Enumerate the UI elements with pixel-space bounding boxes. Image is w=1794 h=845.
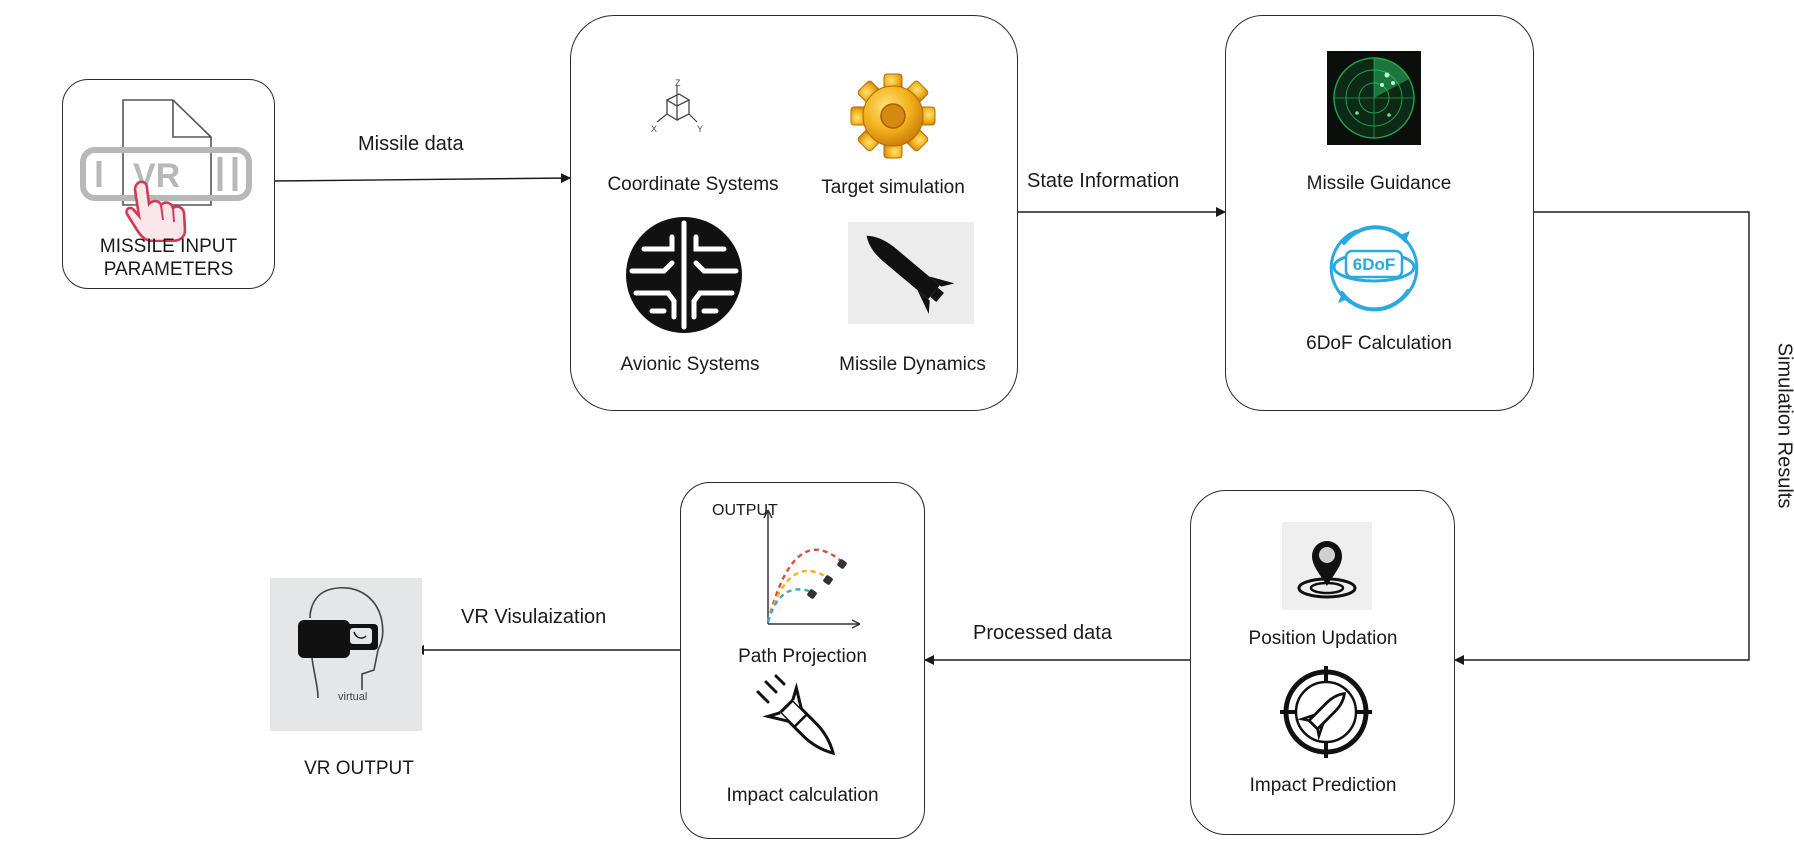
edge-missile-data	[274, 173, 571, 184]
brain-icon	[626, 217, 742, 333]
trajectory-chart-icon	[763, 509, 861, 629]
radar-icon	[1327, 51, 1421, 145]
document-vr-icon: VR	[80, 99, 252, 206]
output-title: OUTPUT	[712, 502, 778, 519]
label-path-projection: Path Projection	[738, 646, 867, 667]
vr-caption: virtual	[338, 691, 367, 703]
node-core-simulation	[570, 15, 1018, 411]
label-missile-guidance: Missile Guidance	[1306, 173, 1452, 194]
crosshair-missile-icon	[1280, 666, 1372, 758]
label-avionic-systems: Avionic Systems	[620, 354, 760, 375]
sixdof-badge-text: 6DoF	[1353, 255, 1396, 274]
rocket-icon	[866, 235, 955, 315]
location-pin-icon	[1297, 541, 1357, 599]
hand-pointer-icon	[125, 180, 187, 242]
node-input-label-line2: PARAMETERS	[103, 259, 234, 280]
sixdof-icon: 6DoF	[1329, 225, 1419, 312]
edge-label-processed-data: Processed data	[973, 622, 1112, 644]
label-position-updation: Position Updation	[1248, 628, 1398, 649]
label-vr-output: VR OUTPUT	[304, 758, 414, 779]
axis-z-label: Z	[675, 78, 681, 88]
label-missile-dynamics: Missile Dynamics	[839, 354, 986, 375]
axis-y-label: Y	[697, 124, 703, 134]
label-impact-prediction: Impact Prediction	[1249, 775, 1397, 796]
label-coordinate-systems: Coordinate Systems	[607, 174, 779, 195]
edge-label-vr-visualization: VR Visulaization	[461, 606, 607, 628]
axis-x-label: X	[651, 124, 657, 134]
node-input-label-line1: MISSILE INPUT	[99, 236, 238, 257]
edge-label-missile-data: Missile data	[358, 133, 464, 155]
gear-icon	[850, 73, 936, 159]
axes-icon: Z X Y	[651, 78, 703, 134]
edge-simulation-results	[1454, 211, 1750, 665]
node-output	[680, 482, 925, 839]
edge-label-state-information: State Information	[1027, 170, 1180, 192]
vr-headset-icon: virtual	[298, 586, 384, 703]
label-target-simulation: Target simulation	[821, 177, 965, 198]
edge-label-simulation-results: Simulation Results	[1773, 342, 1794, 509]
label-impact-calculation: Impact calculation	[726, 785, 879, 806]
label-6dof-calculation: 6DoF Calculation	[1306, 333, 1452, 354]
missile-icon	[756, 674, 836, 756]
